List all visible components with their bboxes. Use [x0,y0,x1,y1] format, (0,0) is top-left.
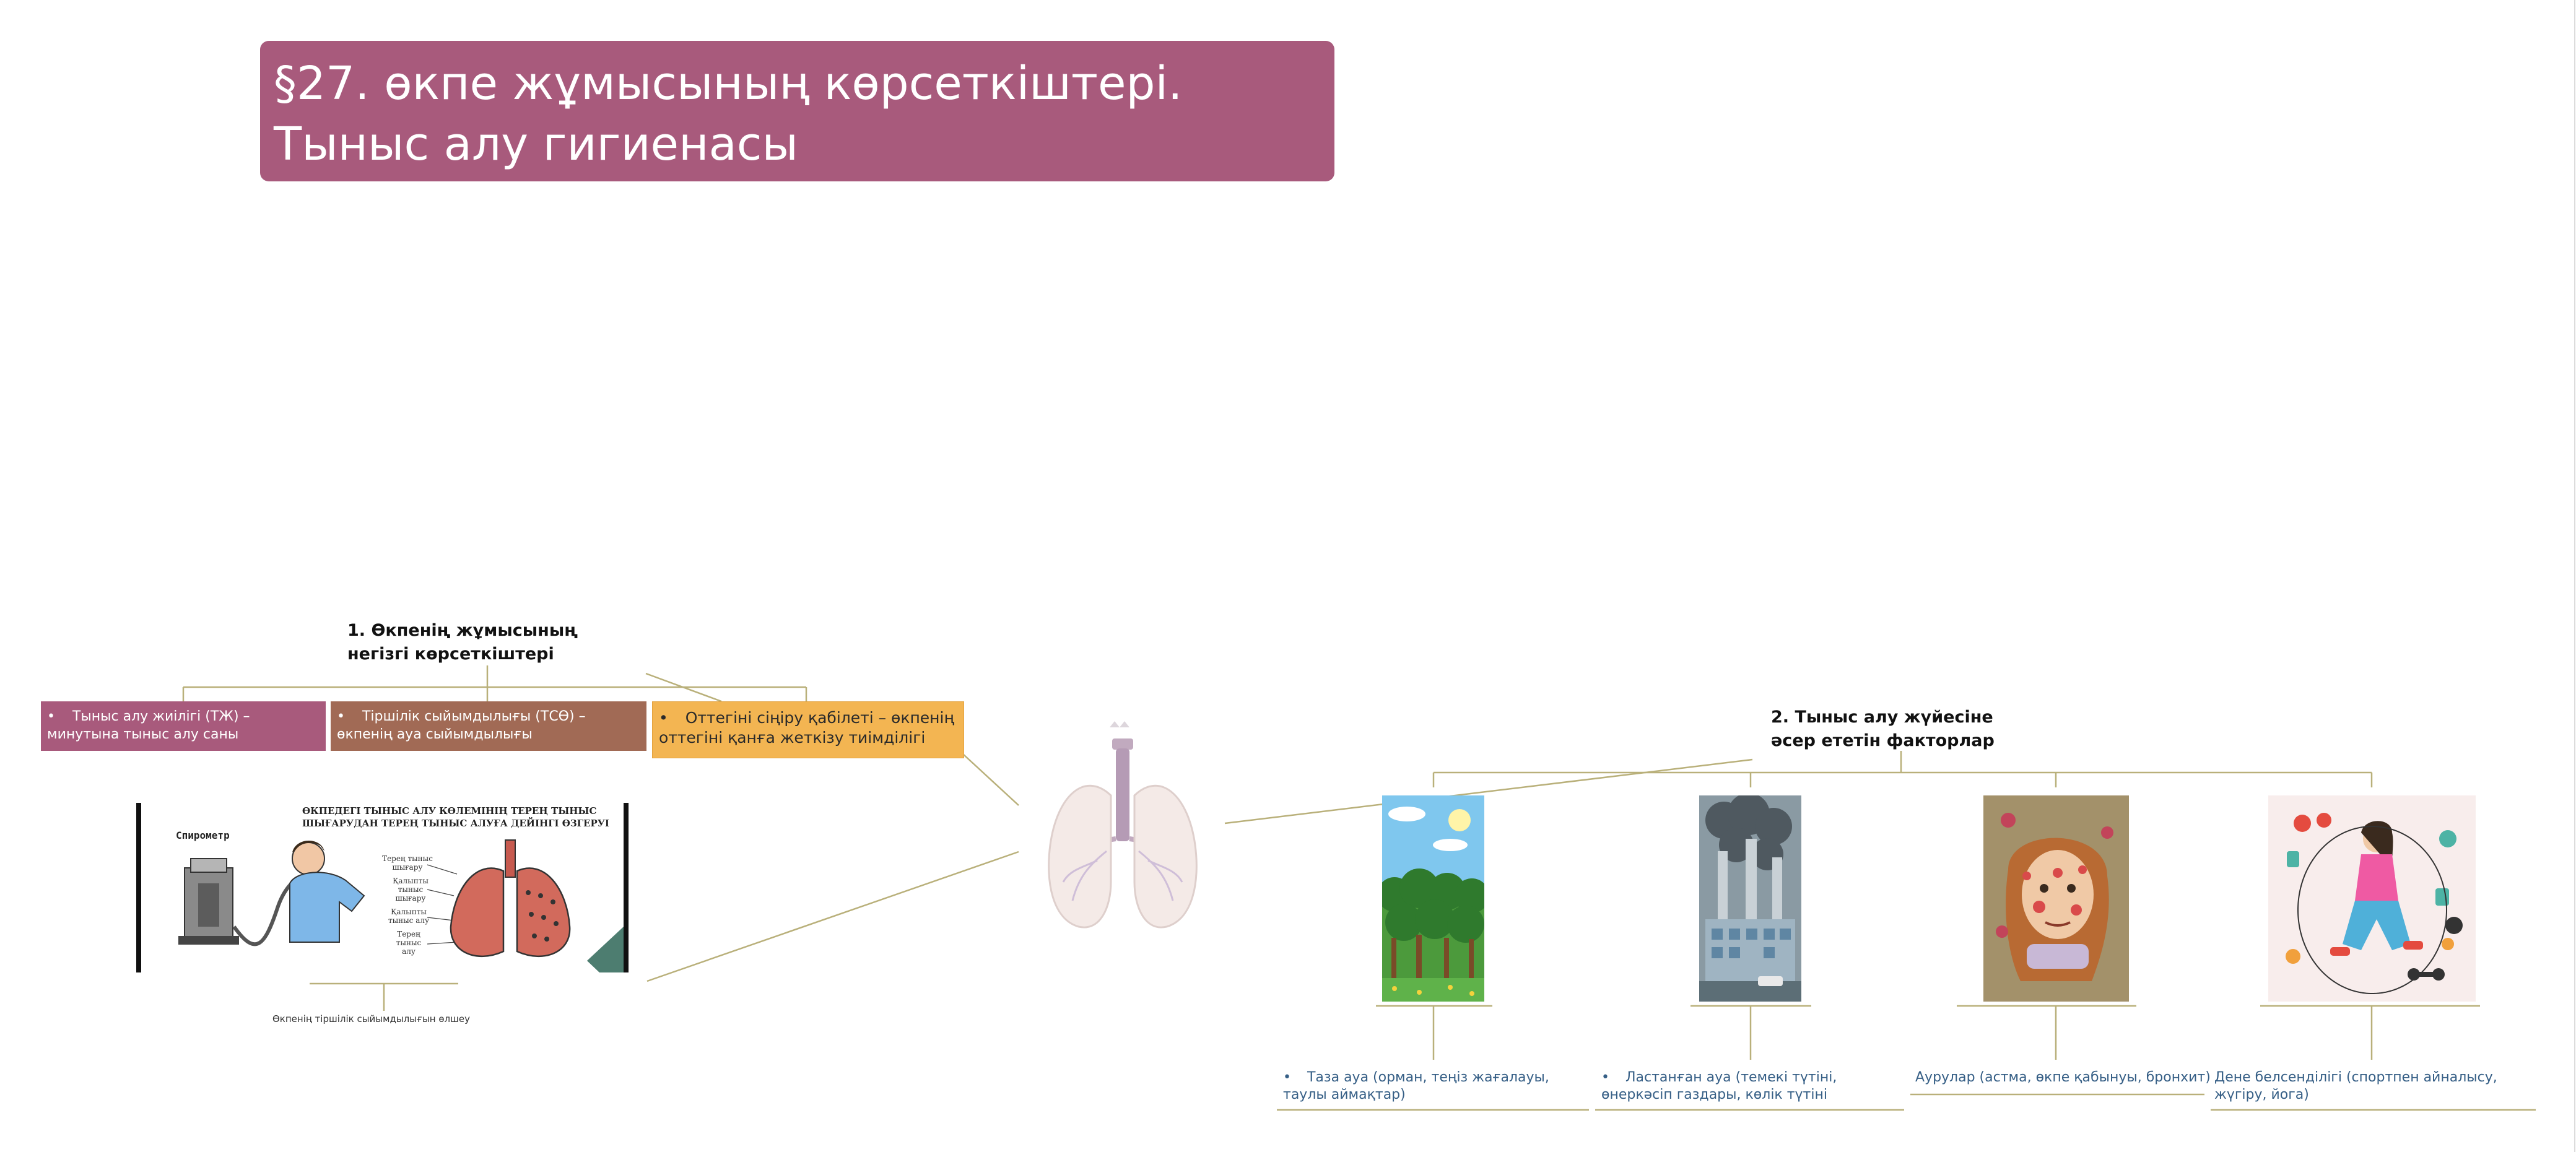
label-normal-inhale-1: Қалыпты [391,907,427,916]
page-title: §27. өкпе жұмысының көрсеткіштері. Тыныс… [260,41,1334,181]
spirometry-caption: Өкпенің тіршілік сыйымдылығын өлшеу [272,1013,470,1024]
clean-air-forest-image [1382,795,1484,1002]
factor-label-physical-activity: Дене белсенділігі (спортпен айналысу, жү… [2214,1070,2497,1102]
spirometry-illustration: ӨКПЕДЕГІ ТЫНЫС АЛУ КӨЛЕМІНІҢ ТЕРЕҢ ТЫНЫС… [136,803,629,972]
factor-label-polluted-air: •Ластанған ауа (темекі түтіні, өнеркәсіп… [1601,1070,1837,1102]
label-deep-exhale-2: шығару [393,863,423,872]
spirometer-label: Спирометр [176,829,230,841]
canvas-edge [2574,0,2575,1152]
indicator-box-breathing-rate: •Тыныс алу жиілігі (ТЖ) – минутына тыныс… [41,701,326,751]
indicator-box-vital-capacity: •Тіршілік сыйымдылығы (ТСӨ) – өкпенің ау… [331,701,646,751]
physical-activity-fitness-image [2268,795,2476,1002]
label-normal-exhale-3: шығару [396,894,426,903]
section-2-heading: 2. Тыныс алу жүйесіне әсер ететін фактор… [1771,708,1995,750]
section-1-heading: 1. Өкпенің жұмысының негізгі көрсеткіште… [347,621,578,664]
polluted-air-factory-image [1699,795,1801,1002]
factor-label-diseases: Аурулар (астма, өкпе қабынуы, бронхит) [1915,1070,2211,1085]
illustration-title-line-2: ШЫҒАРУДАН ТЕРЕҢ ТЫНЫС АЛУҒА ДЕЙІНГІ ӨЗГЕ… [302,817,609,829]
indicator-box-oxygen-absorption: •Оттегіні сіңіру қабілеті – өкпенің отте… [652,701,964,758]
label-normal-inhale-2: тыныс алу [388,916,429,925]
diseases-sick-person-image [1983,795,2129,1002]
label-deep-inhale-1: Терең [397,930,420,938]
lungs-icon [1048,721,1198,929]
illustration-title-line-1: ӨКПЕДЕГІ ТЫНЫС АЛУ КӨЛЕМІНІҢ ТЕРЕҢ ТЫНЫС [302,805,596,816]
label-normal-exhale-2: тыныс [398,885,424,894]
label-deep-exhale-1: Терең тыныс [382,854,433,863]
factor-label-clean-air: •Таза ауа (орман, теңіз жағалауы, таулы … [1283,1070,1549,1102]
label-deep-inhale-3: алу [402,947,416,956]
spirometer-diagram-image: ӨКПЕДЕГІ ТЫНЫС АЛУ КӨЛЕМІНІҢ ТЕРЕҢ ТЫНЫС… [176,805,624,972]
label-deep-inhale-2: тыныс [396,938,422,947]
label-normal-exhale-1: Қалыпты [393,877,429,885]
